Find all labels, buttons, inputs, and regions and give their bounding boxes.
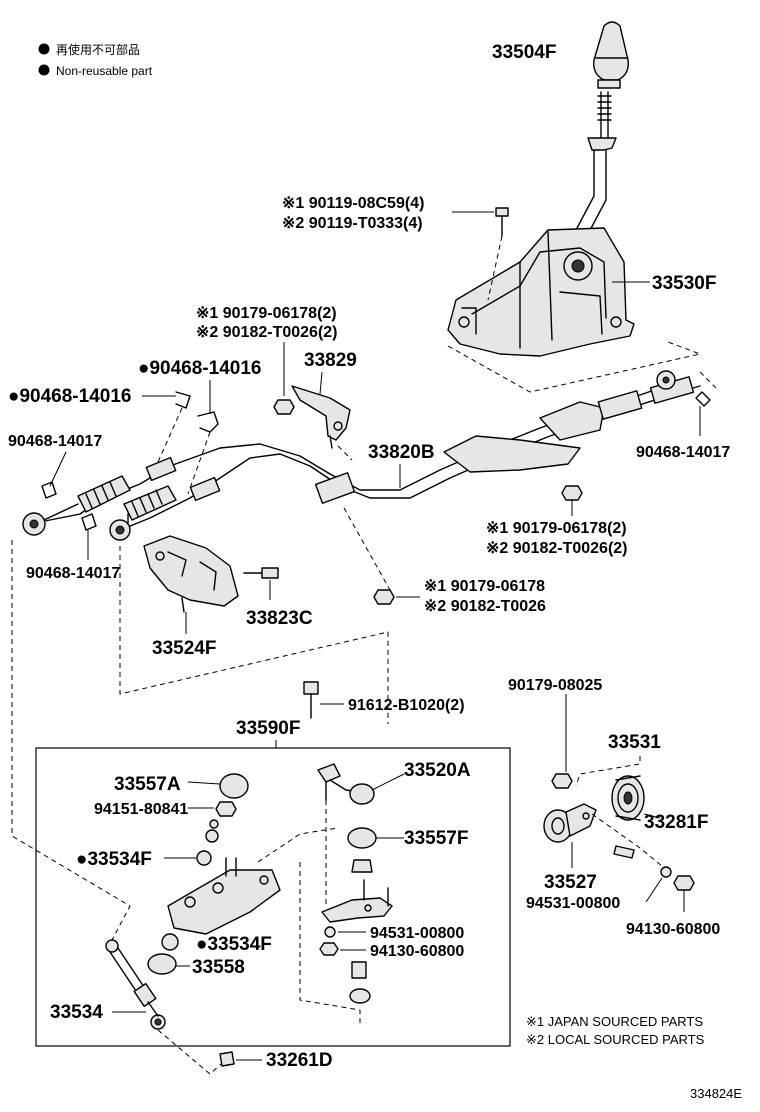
- cap-33558-icon: [147, 953, 177, 975]
- label-33527: 33527: [544, 872, 597, 893]
- figure-code: 334824E: [690, 1086, 742, 1101]
- label-94151-80841: 94151-80841: [94, 801, 188, 818]
- label-33531: 33531: [608, 732, 661, 753]
- washer-icon: [660, 866, 672, 878]
- label-33823C: 33823C: [246, 608, 313, 629]
- bush-icon: [351, 961, 367, 979]
- clip-icon: [81, 513, 97, 531]
- non-reusable-dot-icon: [38, 64, 50, 76]
- label-bolt-90119-local: ※2 90119-T0333(4): [282, 215, 423, 232]
- bracket-33829-drawing: [291, 385, 351, 449]
- label-nut-90179-jp-mid: ※1 90179-06178(2): [486, 520, 627, 537]
- bolt-icon: [261, 567, 279, 579]
- label-clip-90468-14016-top: ●90468-14016: [138, 358, 261, 379]
- label-nut-90179-jp-low: ※1 90179-06178: [424, 578, 545, 595]
- label-94531-00800-right: 94531-00800: [526, 895, 620, 912]
- label-33534F-top: ●33534F: [76, 849, 152, 870]
- label-33820B: 33820B: [368, 442, 435, 463]
- bolt-90119-drawing: [495, 207, 509, 237]
- shift-knob-drawing: [593, 21, 629, 89]
- nut-icon: [215, 801, 237, 817]
- shaft-33520A-drawing: [317, 763, 375, 805]
- label-33534: 33534: [50, 1002, 103, 1023]
- clip-icon: [219, 1051, 235, 1067]
- label-clip-90468-14017-left: 90468-14017: [8, 433, 102, 450]
- nut-icon: [319, 942, 339, 956]
- legend: 再使用不可部品 Non-reusable part: [38, 42, 153, 78]
- bush-icon: [351, 859, 373, 873]
- label-33558: 33558: [192, 957, 245, 978]
- label-33524F: 33524F: [152, 638, 216, 659]
- label-nut-90182-local-top: ※2 90182-T0026(2): [196, 324, 338, 341]
- note-japan-sourced: ※1 JAPAN SOURCED PARTS: [526, 1014, 703, 1029]
- label-nut-90182-local-low: ※2 90182-T0026: [424, 598, 546, 615]
- washer-icon: [205, 829, 219, 843]
- label-33590F: 33590F: [236, 718, 300, 739]
- clip-icon: [175, 391, 191, 409]
- nut-icon: [561, 485, 583, 501]
- label-33261D: 33261D: [266, 1050, 333, 1071]
- pulley-33281F-drawing: [611, 775, 645, 821]
- cap-33557A-drawing: [219, 773, 249, 799]
- washer-icon: [324, 926, 336, 938]
- bush-icon: [196, 850, 212, 866]
- rod-33534-drawing: [105, 939, 166, 1030]
- label-33281F: 33281F: [644, 812, 708, 833]
- lever-assembly-drawing: [447, 227, 635, 357]
- label-bolt-90119-jp: ※1 90119-08C59(4): [282, 195, 424, 212]
- label-94531-00800-mid: 94531-00800: [370, 925, 464, 942]
- bolt-icon: [303, 681, 319, 695]
- shift-cable-drawing: [22, 370, 701, 541]
- label-91612-B1020: 91612-B1020(2): [348, 697, 465, 714]
- label-clip-90468-14017-right: 90468-14017: [636, 444, 730, 461]
- label-33534F-bottom: ●33534F: [196, 934, 272, 955]
- label-33504F: 33504F: [492, 42, 556, 63]
- label-33557F: 33557F: [404, 828, 468, 849]
- nut-icon: [551, 773, 573, 789]
- nut-icon: [273, 399, 295, 415]
- label-94130-60800-right: 94130-60800: [626, 921, 720, 938]
- label-nut-90182-local-mid: ※2 90182-T0026(2): [486, 540, 628, 557]
- label-33520A: 33520A: [404, 760, 471, 781]
- label-94130-60800-mid: 94130-60800: [370, 943, 464, 960]
- bush-icon: [349, 988, 371, 1004]
- label-90179-08025: 90179-08025: [508, 677, 602, 694]
- nut-icon: [373, 589, 395, 605]
- assembly-33590F-frame: [35, 747, 511, 1047]
- label-33530F: 33530F: [652, 273, 716, 294]
- clip-icon: [695, 391, 711, 407]
- non-reusable-dot-icon: [38, 43, 50, 55]
- bush-icon: [161, 933, 179, 951]
- label-clip-90468-14016-left: ●90468-14016: [8, 386, 131, 407]
- lever-33527-drawing: [543, 803, 597, 843]
- legend-jp: 再使用不可部品: [56, 42, 140, 57]
- nut-icon: [673, 875, 695, 891]
- select-lever-plate-drawing: [167, 857, 281, 935]
- note-local-sourced: ※2 LOCAL SOURCED PARTS: [526, 1032, 705, 1047]
- bracket-33524F-drawing: [143, 535, 239, 613]
- label-33557A: 33557A: [114, 774, 181, 795]
- label-clip-90468-14017-bottom: 90468-14017: [26, 565, 120, 582]
- legend-en: Non-reusable part: [56, 64, 153, 78]
- label-nut-90179-jp-top: ※1 90179-06178(2): [196, 305, 337, 322]
- washer-icon: [209, 819, 219, 829]
- cap-33557F-icon: [347, 827, 377, 849]
- shift-arm-drawing: [321, 879, 393, 923]
- clip-icon: [197, 411, 219, 433]
- pin-icon: [613, 845, 635, 859]
- clip-icon: [41, 481, 57, 499]
- lever-rod-drawing: [571, 91, 617, 255]
- label-33829: 33829: [304, 350, 357, 371]
